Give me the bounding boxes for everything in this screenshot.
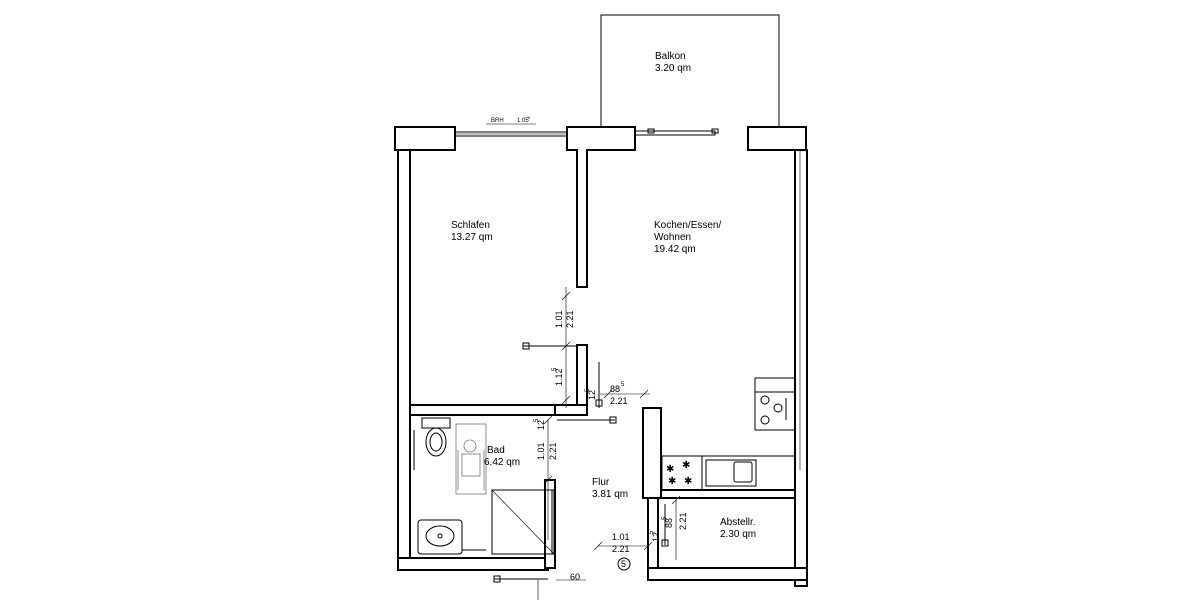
wall-schlafen-kochen bbox=[576, 344, 588, 406]
room-area: 3.81 qm bbox=[592, 489, 628, 500]
room-area: 3.20 qm bbox=[655, 63, 691, 74]
room-area: 13.27 qm bbox=[451, 232, 493, 243]
wall-abstell-left bbox=[647, 497, 659, 569]
dim-bad-12-sup: 5 bbox=[534, 418, 540, 422]
room-label-kochen: Kochen/Essen/ Wohnen 19.42 qm bbox=[654, 220, 721, 255]
dimension-texts: 1.01 2.21 1.12 5 12 5 88 5 2.21 12 5 1.0… bbox=[534, 310, 688, 582]
room-name: Abstellr. bbox=[720, 517, 756, 528]
wall-abstell-top bbox=[660, 489, 796, 499]
wall-flur-kitchen bbox=[642, 407, 662, 499]
balcony-door bbox=[634, 128, 719, 136]
wall-bad-top-stub bbox=[554, 404, 588, 416]
dim-2-21: 2.21 bbox=[565, 310, 575, 328]
stove-burner-icon: ✱ bbox=[668, 476, 676, 487]
dim-12b-sup: 5 bbox=[649, 530, 655, 534]
window-note-label: BRH bbox=[491, 118, 504, 124]
dim-88-sup: 5 bbox=[621, 382, 625, 388]
wall-left bbox=[397, 149, 411, 569]
wall-bottom-right bbox=[647, 567, 808, 581]
wall-top-left bbox=[394, 126, 456, 151]
unit-marker: 5 bbox=[617, 557, 631, 571]
wall-bottom-left bbox=[397, 557, 549, 571]
room-label-schlafen: Schlafen 13.27 qm bbox=[451, 220, 493, 243]
room-name-line1: Kochen/Essen/ bbox=[654, 220, 721, 231]
wall-top-middle bbox=[566, 126, 636, 288]
dim-2-21-door: 2.21 bbox=[610, 396, 628, 406]
dim-1-12: 1.12 bbox=[554, 368, 564, 386]
wall-bad-flur bbox=[544, 479, 556, 569]
doors bbox=[493, 342, 669, 583]
stove-burner-icon: ✱ bbox=[682, 460, 690, 471]
dim-60: 60 bbox=[570, 572, 580, 582]
room-label-abstellraum: Abstellr. 2.30 qm bbox=[720, 517, 756, 540]
dim-12-sup: 5 bbox=[585, 388, 591, 392]
walls bbox=[394, 126, 808, 587]
dim-bad-2-21: 2.21 bbox=[548, 442, 558, 460]
wall-right bbox=[794, 149, 808, 587]
dim-flur-2-21: 2.21 bbox=[612, 544, 630, 554]
room-label-flur: Flur 3.81 qm bbox=[592, 477, 628, 500]
dim-12: 12 bbox=[587, 390, 597, 400]
dim-bad-12: 12 bbox=[536, 420, 546, 430]
dim-abst-2-21: 2.21 bbox=[678, 512, 688, 530]
dim-1-12-sup: 5 bbox=[552, 367, 558, 371]
top-window-left bbox=[454, 131, 568, 140]
dimension-lines bbox=[486, 123, 681, 600]
room-name-line2: Wohnen bbox=[654, 232, 691, 243]
wall-schlafen-bad bbox=[409, 404, 556, 416]
dim-bad-1-01: 1.01 bbox=[536, 442, 546, 460]
balcony bbox=[600, 14, 780, 127]
wall-top-right bbox=[747, 126, 807, 151]
dim-12b: 12 bbox=[651, 532, 661, 542]
dim-88b: 88 bbox=[664, 518, 674, 528]
room-name: Flur bbox=[592, 477, 610, 488]
window-note: BRH 1.05 5 bbox=[491, 115, 531, 124]
room-name: Balkon bbox=[655, 51, 686, 62]
bathroom-fixtures bbox=[413, 417, 555, 555]
room-area: 19.42 qm bbox=[654, 244, 696, 255]
dim-88b-sup: 5 bbox=[662, 516, 668, 520]
room-area: 2.30 qm bbox=[720, 529, 756, 540]
window-note-sup: 5 bbox=[528, 115, 531, 120]
kitchen-counter: ✱ ✱ ✱ ✱ bbox=[661, 377, 796, 491]
room-area: 6.42 qm bbox=[484, 457, 520, 468]
room-name: Bad bbox=[487, 445, 505, 456]
window-note-value: 1.05 bbox=[517, 118, 529, 124]
room-name: Schlafen bbox=[451, 220, 490, 231]
stove-burner-icon: ✱ bbox=[684, 476, 692, 487]
dim-flur-1-01: 1.01 bbox=[612, 532, 630, 542]
room-label-bad: Bad 6.42 qm bbox=[484, 445, 520, 468]
stove-burner-icon: ✱ bbox=[666, 464, 674, 475]
dim-1-01: 1.01 bbox=[554, 310, 564, 328]
unit-marker-number: 5 bbox=[621, 559, 626, 569]
dim-88: 88 bbox=[610, 384, 620, 394]
room-label-balkon: Balkon 3.20 qm bbox=[655, 51, 691, 74]
